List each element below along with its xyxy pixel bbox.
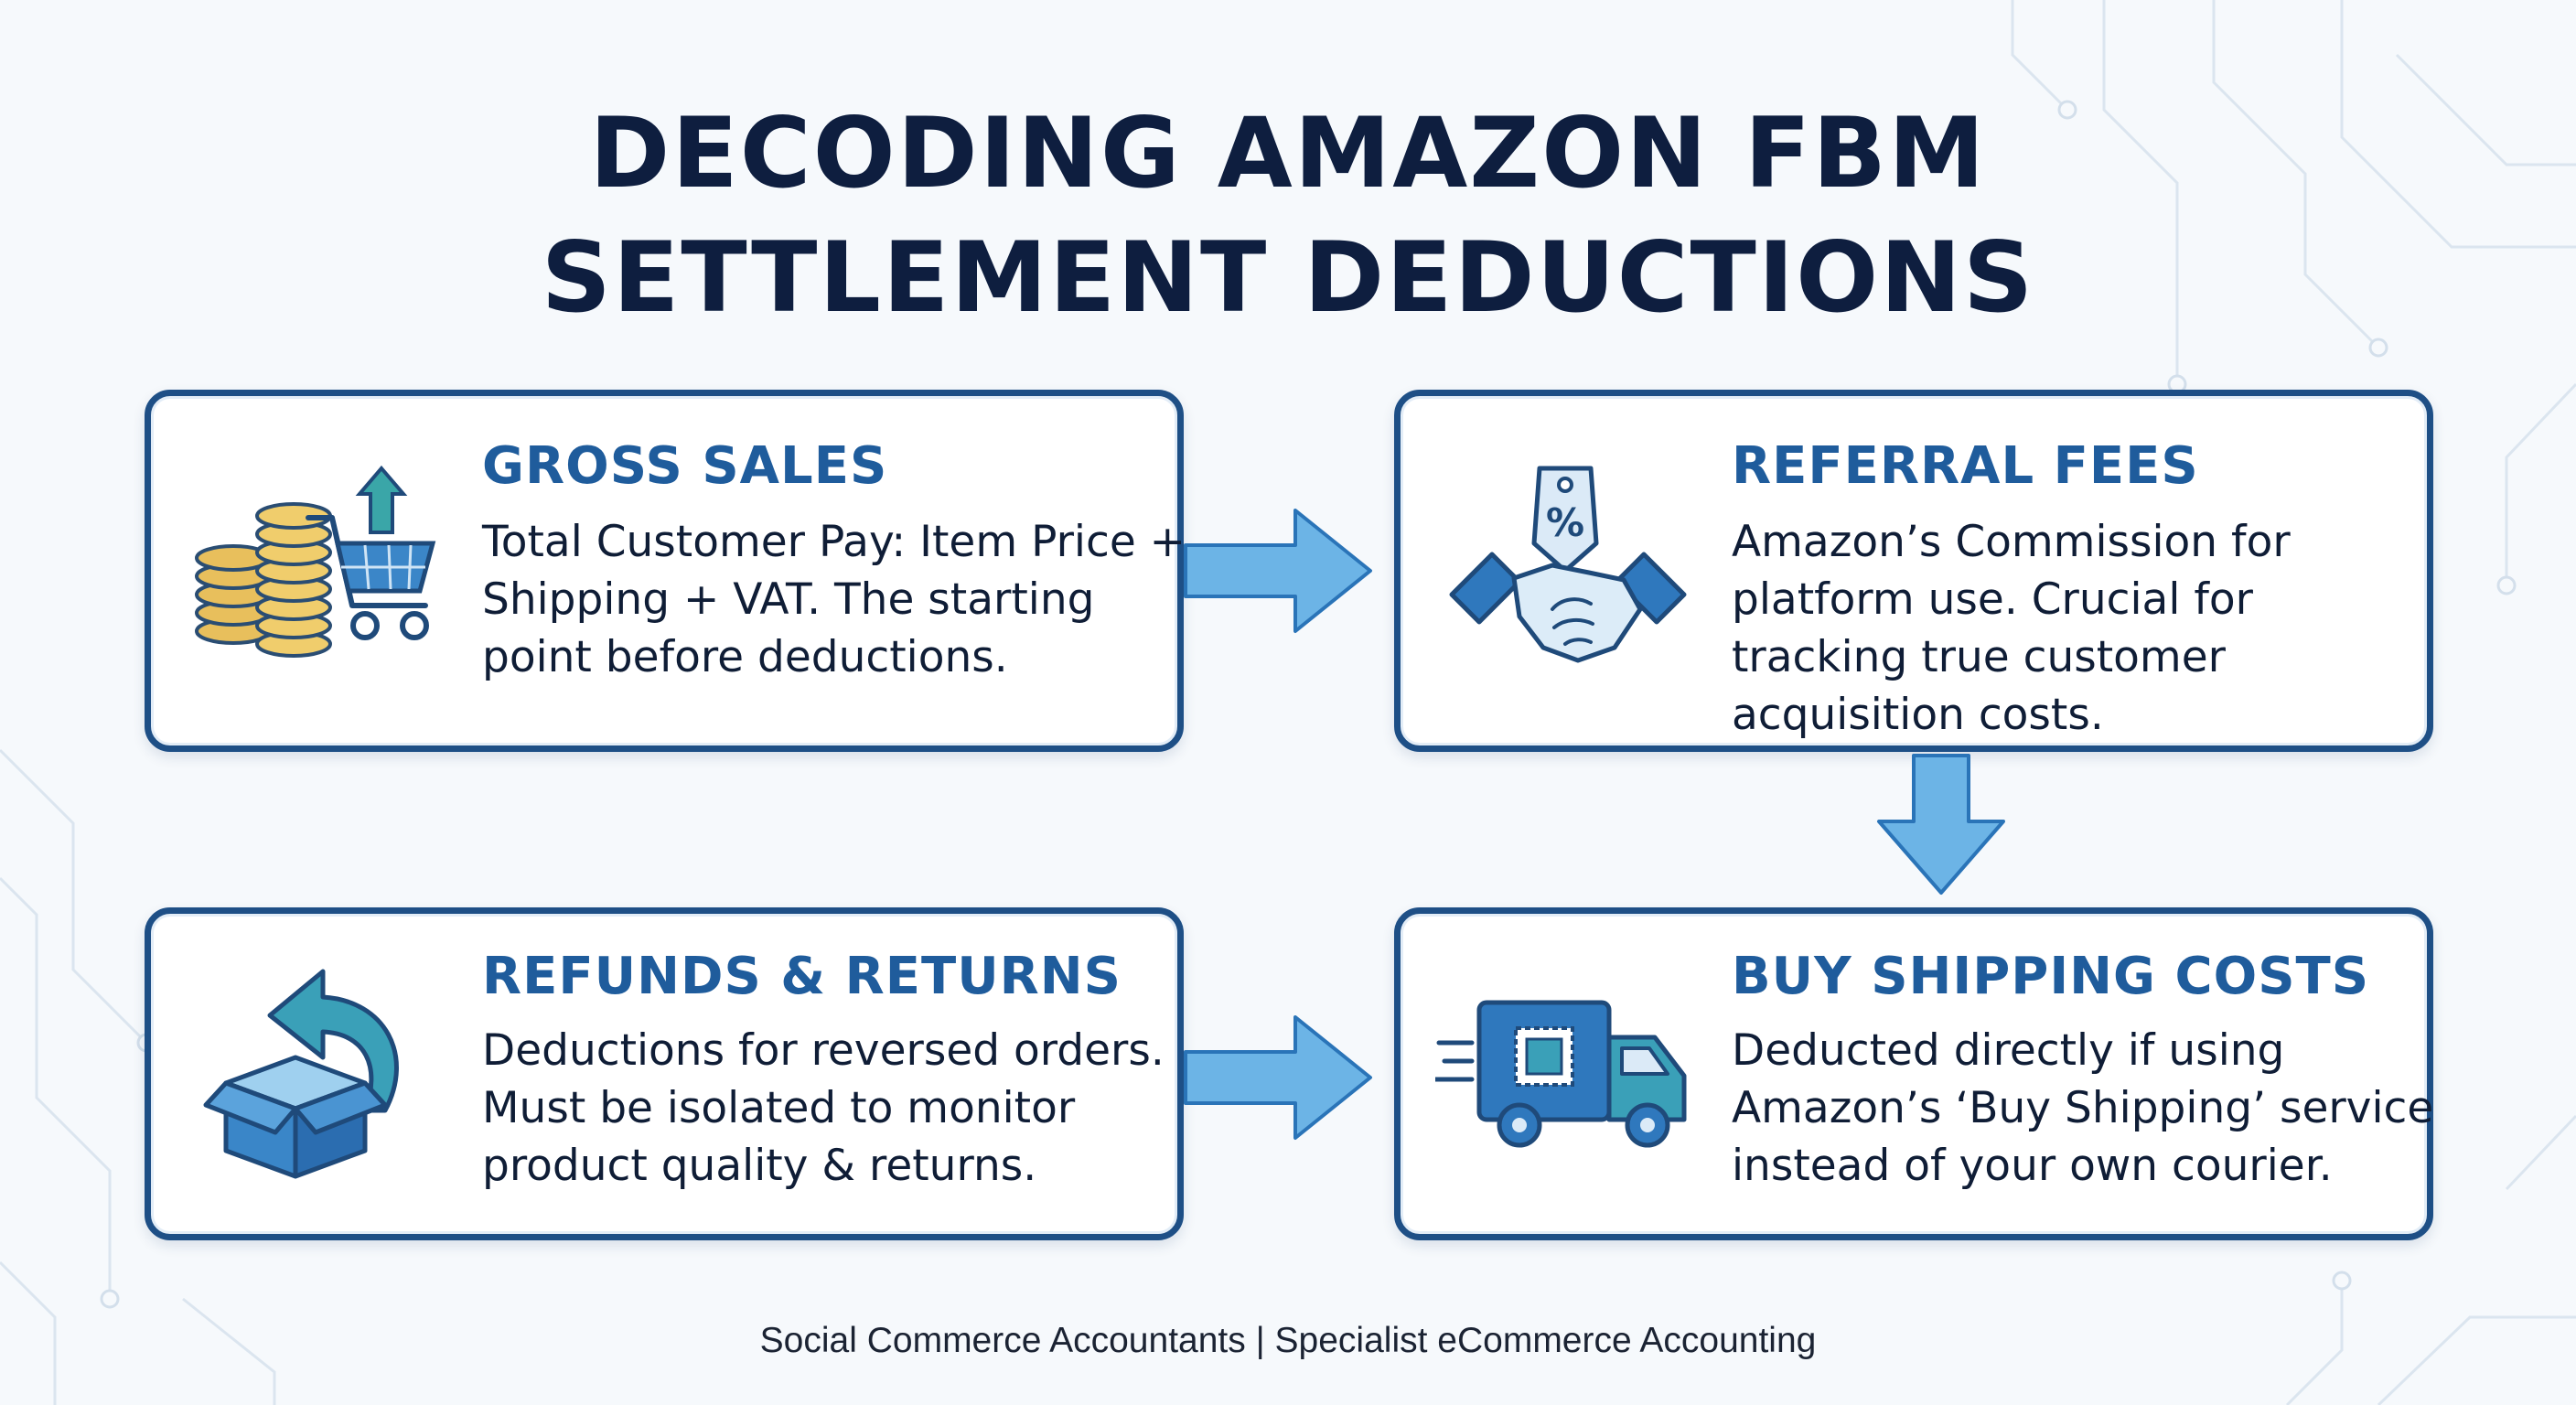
footer-credit: Social Commerce Accountants | Specialist… [759, 1321, 1817, 1360]
delivery-truck-icon [1435, 1000, 1687, 1148]
refunds-returns-description: Deductions for reversed orders. Must be … [482, 1025, 1165, 1191]
buy-shipping-costs-heading: BUY SHIPPING COSTS [1732, 947, 2370, 1006]
page-title: DECODING AMAZON FBM SETTLEMENT DEDUCTION… [0, 91, 2576, 340]
referral-fees-heading: REFERRAL FEES [1732, 436, 2199, 496]
gross-sales-card: GROSS SALES Total Customer Pay: Item Pri… [145, 390, 1186, 752]
title-line-1: DECODING AMAZON FBM [589, 97, 1987, 209]
buy-shipping-costs-description: Deducted directly if using Amazon’s ‘Buy… [1732, 1025, 2434, 1191]
gross-sales-description: Total Customer Pay: Item Price + Shippin… [482, 517, 1186, 682]
handshake-tag-icon: % [1449, 466, 1687, 663]
svg-text:%: % [1546, 500, 1584, 545]
gross-sales-heading: GROSS SALES [482, 436, 888, 496]
arrow-refunds-to-shipping [1184, 1015, 1372, 1140]
refunds-returns-card: REFUNDS & RETURNS Deductions for reverse… [145, 907, 1184, 1240]
arrow-referral-to-shipping [1877, 754, 2005, 895]
coins-cart-icon [195, 465, 436, 658]
return-box-icon [203, 969, 399, 1179]
referral-fees-card: % REFERRAL FEES Amazon’s Commission for … [1394, 390, 2433, 752]
buy-shipping-costs-card: BUY SHIPPING COSTS Deducted directly if … [1394, 907, 2433, 1240]
arrow-gross-to-referral [1184, 509, 1372, 633]
title-line-2: SETTLEMENT DEDUCTIONS [541, 221, 2035, 334]
referral-fees-description: Amazon’s Commission for platform use. Cr… [1732, 517, 2291, 740]
refunds-returns-heading: REFUNDS & RETURNS [482, 947, 1122, 1006]
